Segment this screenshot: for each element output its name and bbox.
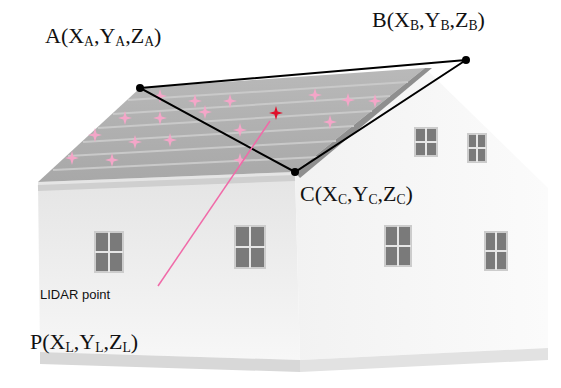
vertex-label: A(XA,YA,ZA): [45, 24, 161, 49]
point-label: P(XL,YL,ZL): [30, 330, 138, 355]
vertex-label: B(XB,YB,ZB): [372, 8, 485, 33]
callout-label: LIDAR point: [40, 288, 110, 302]
vertex-label: C(XC,YC,ZC): [300, 182, 413, 207]
